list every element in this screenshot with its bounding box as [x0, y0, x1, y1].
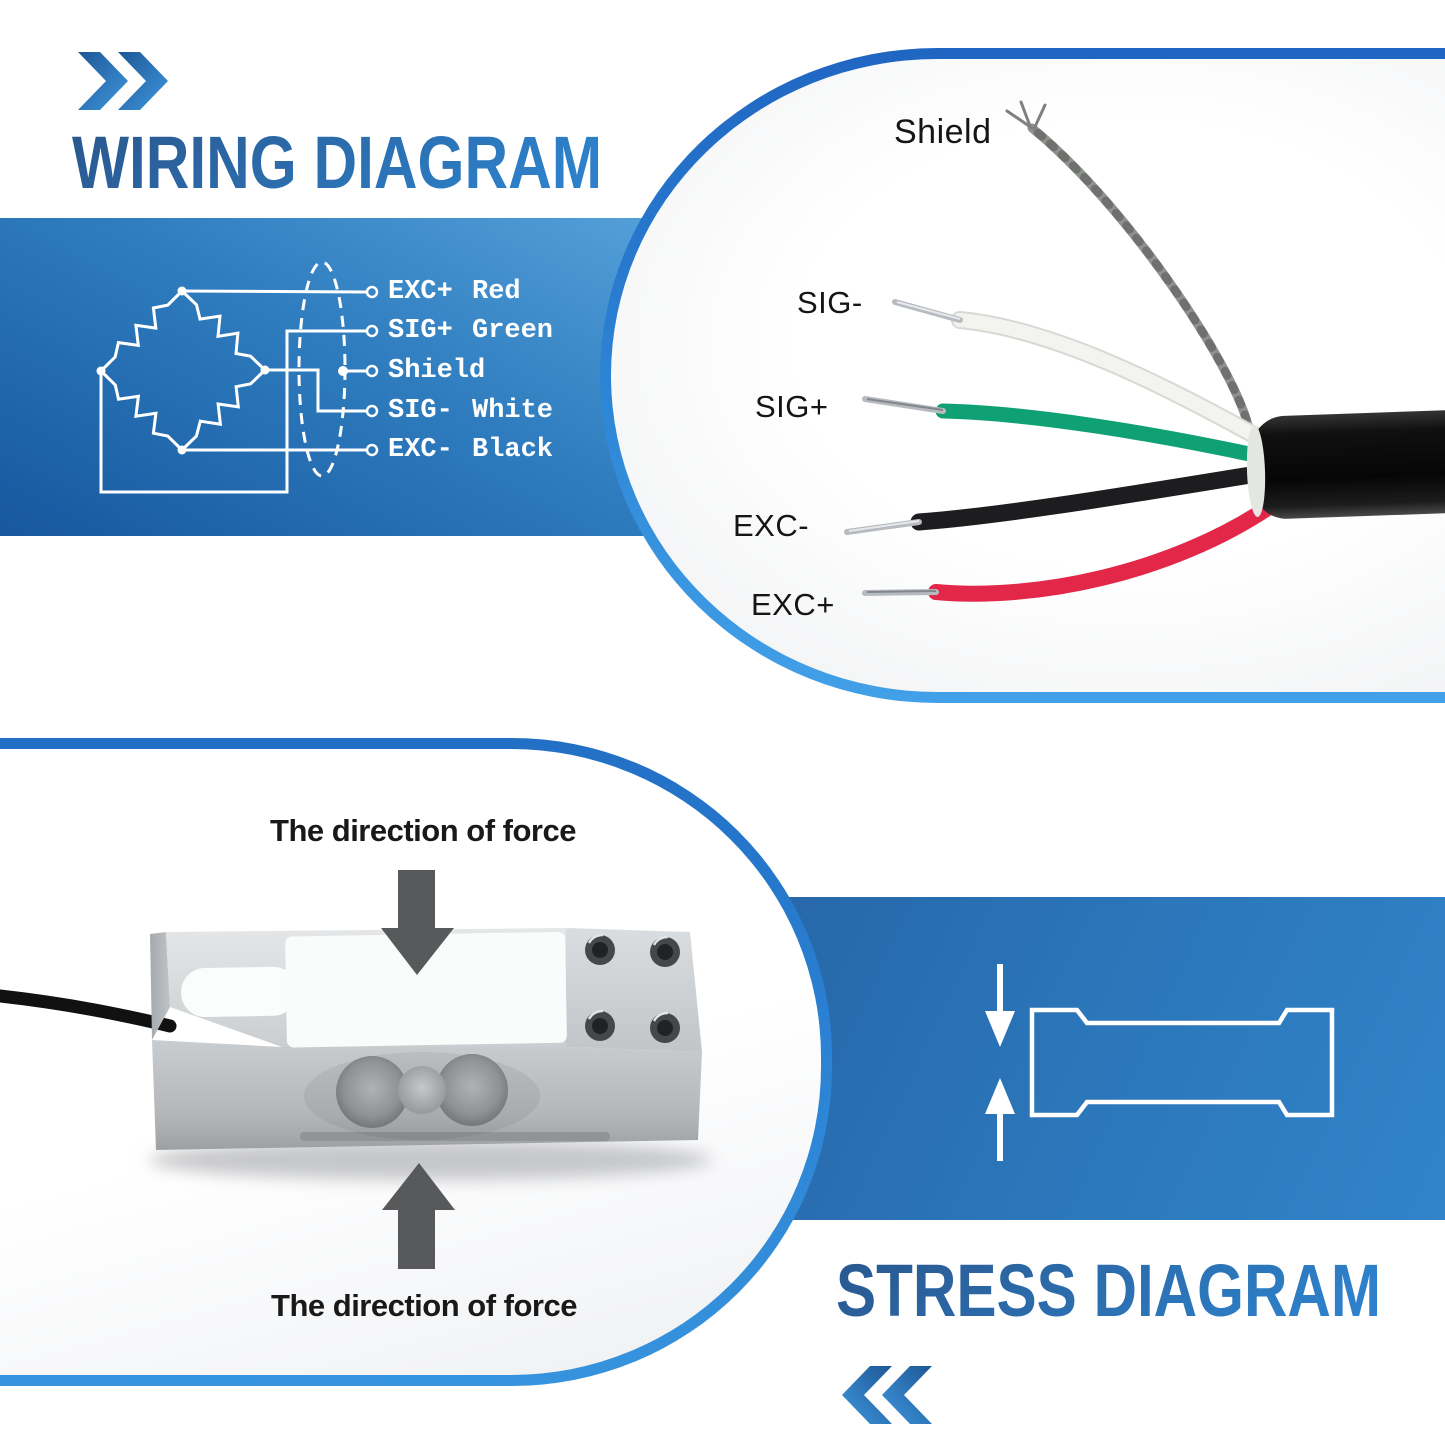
resistor-top-left: [99, 289, 184, 373]
terminal-signal: Shield: [388, 356, 486, 386]
cable-photo: Shield SIG- SIG+ EXC- EXC+: [611, 59, 1445, 692]
screw-hole: [650, 1011, 680, 1043]
bore-left: [336, 1056, 408, 1128]
cable-photo-drawing: [844, 100, 1445, 602]
wire-exc-plus: [181, 289, 367, 294]
cable-foil-filler: [1246, 425, 1266, 517]
terminal-row: Shield: [388, 356, 486, 386]
label-sig-plus: SIG+: [755, 389, 829, 424]
wiring-title-text: WIRING DIAGRAM: [72, 124, 602, 204]
label-exc-plus: EXC+: [751, 587, 835, 622]
wheatstone-bridge-schematic: [96, 260, 379, 494]
cable-jacket: [1251, 406, 1445, 519]
load-cell-photo-frame: The direction of force The direction of …: [0, 738, 832, 1386]
wire-sig-plus: [99, 329, 366, 494]
screw-hole: [585, 933, 615, 965]
arrow-up-icon: [985, 1078, 1015, 1161]
label-sig-minus: SIG-: [797, 285, 863, 320]
shield-strand-twist: [1027, 123, 1255, 440]
force-arrow-up: [382, 1163, 455, 1269]
exc-plus-bare-tip: [862, 589, 939, 596]
load-cell-drawing: [0, 870, 712, 1269]
terminal-circle: [365, 364, 379, 378]
screw-hole: [650, 935, 680, 967]
force-direction-label-bottom: The direction of force: [271, 1288, 577, 1323]
screw-hole: [585, 1009, 615, 1041]
terminal-row: SIG+ Green: [388, 316, 553, 346]
terminal-signal: SIG+: [388, 316, 453, 346]
resistor-bottom-left: [99, 369, 184, 452]
wiring-schematic-panel: EXC+ Red SIG+ Green Shield SIG- White EXC- B…: [0, 218, 660, 536]
label-shield: Shield: [894, 113, 992, 151]
exc-plus-wire: [928, 495, 1283, 602]
terminal-signal: EXC+: [388, 277, 453, 307]
terminal-circle: [365, 285, 379, 299]
terminal-wire-color: Green: [472, 316, 554, 346]
sig-plus-bare-tip: [862, 396, 946, 414]
double-left-chevron-icon: [842, 1366, 932, 1424]
load-cell-sticker: [181, 931, 567, 1048]
force-arrow-down: [381, 870, 454, 975]
bore-center-post: [398, 1066, 446, 1114]
shield-strand: [1027, 123, 1255, 440]
load-cell-profile-outline: [1029, 1007, 1335, 1118]
terminal-circle: [365, 443, 379, 457]
terminal-wire-color: White: [472, 396, 554, 426]
load-cell-bottom-notch: [300, 1132, 610, 1141]
sig-minus-bare-tip: [892, 299, 963, 323]
load-cell-cable: [0, 989, 177, 1033]
label-exc-minus: EXC-: [733, 508, 810, 543]
junction-dots: [96, 286, 348, 455]
sig-plus-wire: [935, 403, 1267, 464]
wiring-section-title: WIRING DIAGRAM: [72, 124, 602, 204]
stress-title-text: STRESS DIAGRAM: [836, 1252, 1381, 1332]
exc-minus-bare-tip: [844, 519, 922, 535]
resistor-bottom-right: [180, 368, 267, 452]
arrow-down-icon: [985, 964, 1015, 1047]
stress-profile-drawing: [985, 964, 1335, 1161]
resistor-top-right: [180, 289, 267, 372]
force-dimension-arrows: [985, 964, 1015, 1161]
terminal-wire-color: Black: [472, 435, 554, 465]
terminal-row: SIG- White: [388, 396, 553, 426]
sig-minus-wire: [953, 313, 1270, 447]
bore-right: [436, 1054, 508, 1126]
terminal-row: EXC+ Red: [388, 277, 521, 307]
terminal-circle: [365, 324, 379, 338]
exc-minus-wire: [910, 464, 1272, 531]
screw-holes: [585, 933, 680, 1043]
terminal-circle: [365, 404, 379, 418]
load-cell-left-face: [150, 932, 170, 1040]
load-cell-shadow: [148, 1140, 712, 1180]
terminal-signal: SIG-: [388, 396, 453, 426]
stress-section-title: STRESS DIAGRAM: [836, 1252, 1381, 1332]
cable-photo-frame: Shield SIG- SIG+ EXC- EXC+: [600, 48, 1445, 703]
load-cell-photo: The direction of force The direction of …: [0, 749, 821, 1375]
shield-frayed-tip: [1005, 100, 1047, 131]
terminal-signal: EXC-: [388, 435, 453, 465]
terminal-row: EXC- Black: [388, 435, 553, 465]
double-right-chevron-icon: [78, 52, 168, 110]
terminal-wire-color: Red: [472, 277, 521, 307]
force-direction-label-top: The direction of force: [270, 813, 576, 848]
wire-sig-minus: [265, 368, 366, 413]
